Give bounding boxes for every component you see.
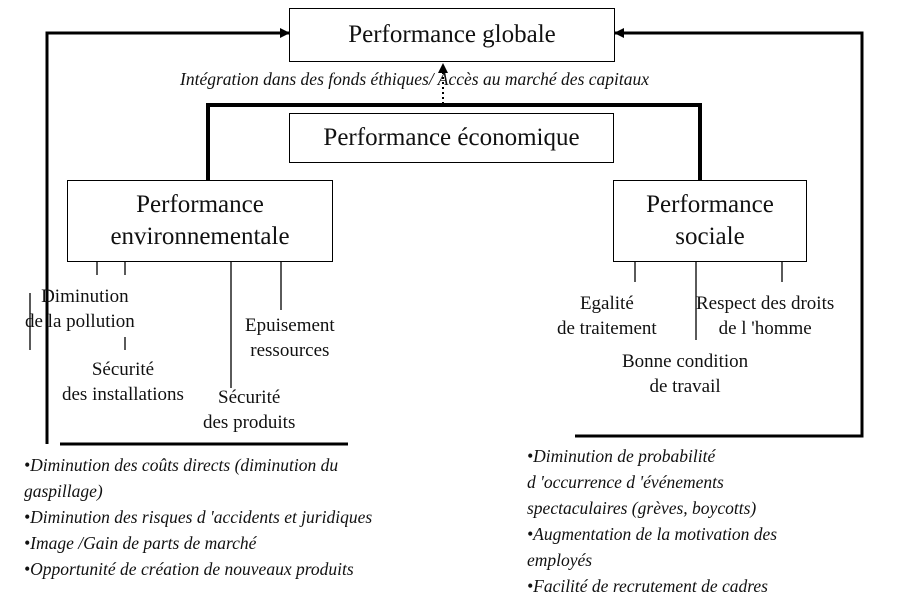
diminution-pollution-label: Diminution de la pollution [25,286,135,332]
list-item: •Diminution des risques d 'accidents et … [24,507,373,527]
list-item: •Image /Gain de parts de marché [24,533,257,553]
right-feedback-arrow [575,28,864,438]
soc-box-line2: sociale [675,223,745,250]
list-item: gaspillage) [24,481,103,501]
left-feedback-arrow [45,28,290,444]
respect-droits-label: Respect des droits de l 'homme [696,293,835,339]
list-item: spectaculaires (grèves, boycotts) [527,498,757,518]
integration-caption: Intégration dans des fonds éthiques/ Acc… [180,69,650,89]
securite-installations-label: Sécurité des installations [62,359,184,405]
social-benefits-list: •Diminution de probabilité d 'occurrence… [527,443,777,599]
list-item: d 'occurrence d 'événements [527,472,724,492]
env-box-line1: Performance [136,191,264,218]
egalite-traitement-label: Egalité de traitement [557,293,657,339]
list-item: employés [527,550,593,570]
list-item: •Augmentation de la motivation des [527,524,778,544]
env-box-line2: environnementale [110,223,290,250]
epuisement-ressources-label: Epuisement ressources [245,315,335,361]
list-item: •Diminution de probabilité [527,446,716,466]
list-item: •Facilité de recrutement de cadres [527,576,768,596]
performance-globale-box: Performance globale [289,8,615,62]
economic-bracket [206,103,702,180]
securite-produits-label: Sécurité des produits [203,387,296,433]
bonne-condition-label: Bonne condition de travail [622,351,749,397]
list-item: •Diminution des coûts directs (diminutio… [24,455,339,475]
performance-globale-label: Performance globale [348,21,556,48]
environmental-benefits-list: •Diminution des coûts directs (diminutio… [24,452,372,582]
performance-environnementale-box: Performance environnementale [67,180,333,262]
performance-economique-label: Performance économique [323,124,580,151]
performance-economique-box: Performance économique [289,113,614,163]
soc-box-line1: Performance [646,191,774,218]
performance-sociale-box: Performance sociale [613,180,807,262]
list-item: •Opportunité de création de nouveaux pro… [24,559,354,579]
